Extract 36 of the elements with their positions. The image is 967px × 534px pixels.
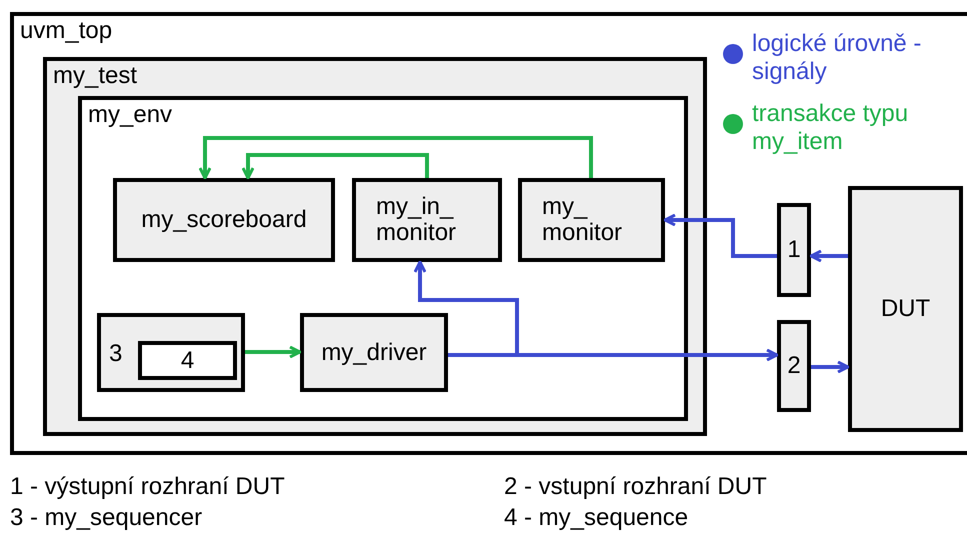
container-title: my_env xyxy=(88,102,172,128)
connector-arrow xyxy=(198,136,593,180)
component-label: my_scoreboard xyxy=(140,207,308,233)
component-label: DUT xyxy=(880,296,932,322)
component-label: 2 xyxy=(786,353,802,379)
component-label: 4 xyxy=(180,348,196,374)
component-box xyxy=(138,341,237,380)
component-label: 3 xyxy=(109,341,122,367)
container-box xyxy=(43,57,707,436)
component-label: my_ monitor xyxy=(542,194,624,246)
interface-box xyxy=(777,320,811,412)
container-box xyxy=(78,96,688,421)
component-box xyxy=(113,178,335,262)
component-label: my_driver xyxy=(320,340,428,366)
legend-text: logické úrovně - signály xyxy=(752,30,922,86)
container-title: uvm_top xyxy=(20,18,112,44)
connector-arrow xyxy=(245,346,302,358)
footnote: 1 - výstupní rozhraní DUT xyxy=(10,474,285,500)
footnote: 2 - vstupní rozhraní DUT xyxy=(504,474,767,500)
interface-box xyxy=(777,203,811,297)
component-label: my_in_ monitor xyxy=(376,194,458,246)
container-title: my_test xyxy=(53,63,138,89)
component-box xyxy=(352,178,502,262)
component-box xyxy=(300,313,448,392)
connector-arrow xyxy=(664,214,777,258)
connector-arrow xyxy=(811,360,850,374)
component-box xyxy=(97,313,245,392)
component-box xyxy=(518,178,665,262)
legend-text: transakce typu my_item xyxy=(752,100,910,156)
dut-box xyxy=(848,186,963,432)
connector-arrow xyxy=(242,153,429,180)
footnote: 3 - my_sequencer xyxy=(10,505,202,531)
connector-arrow xyxy=(810,250,848,262)
outer-frame xyxy=(10,12,967,455)
component-label: 1 xyxy=(786,237,802,263)
footnote: 4 - my_sequence xyxy=(504,505,688,531)
